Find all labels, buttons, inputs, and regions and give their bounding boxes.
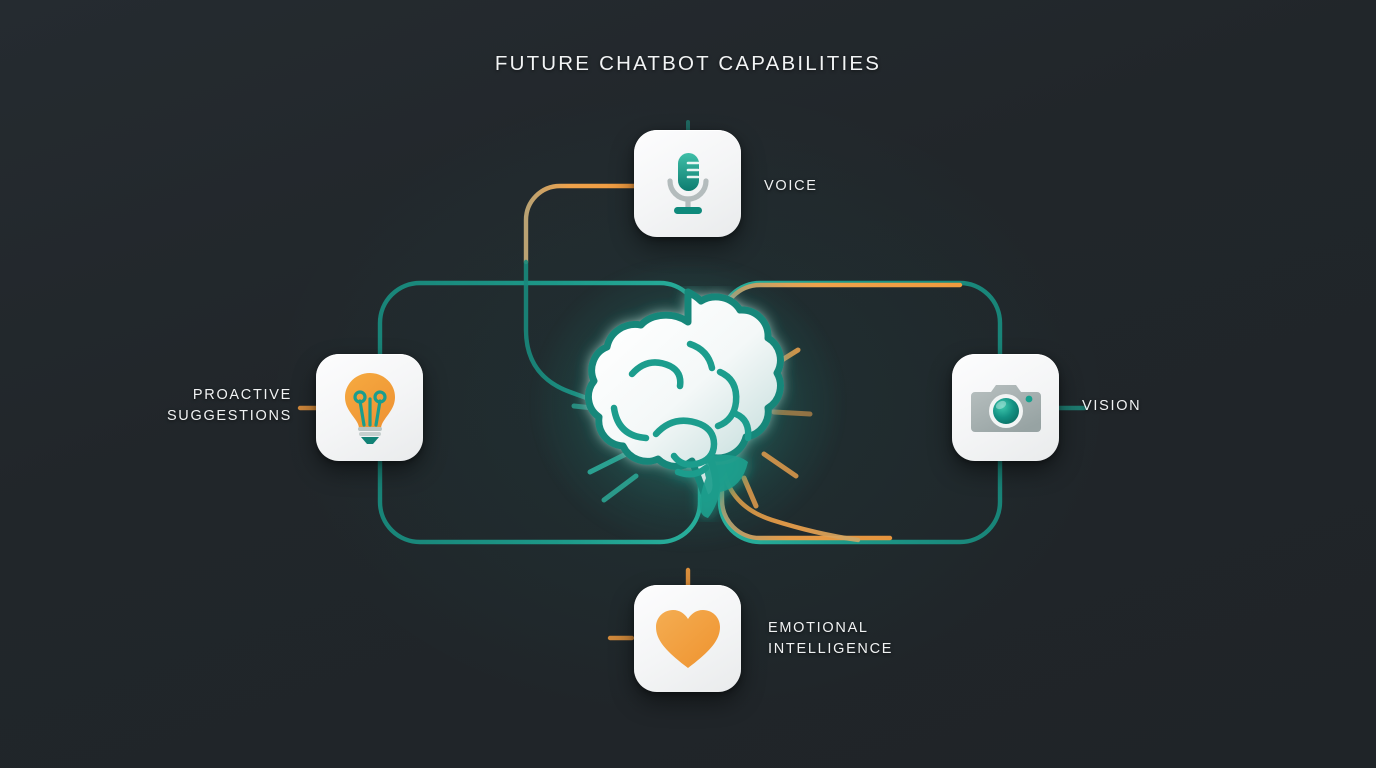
central-brain-node — [538, 264, 838, 544]
node-label-vision: VISION — [1082, 398, 1142, 414]
camera-icon — [970, 384, 1041, 432]
page-title: FUTURE CHATBOT CAPABILITIES — [494, 52, 882, 75]
node-label-emotional-intelligence: EMOTIONAL INTELLIGENCE — [768, 620, 894, 657]
node-card-emotional-intelligence[interactable] — [634, 585, 741, 692]
brain-folds — [610, 340, 752, 478]
node-card-voice[interactable] — [634, 130, 741, 237]
node-card-vision[interactable] — [952, 354, 1059, 461]
bulb-screw-base — [357, 426, 382, 444]
brain-stem — [700, 454, 748, 518]
wire-voice-orange-elbow — [523, 183, 637, 265]
brain-icon — [571, 288, 813, 518]
brain-body — [584, 288, 784, 503]
node-label-voice: VOICE — [764, 178, 818, 194]
lightbulb-icon — [344, 372, 395, 444]
microphone-icon — [666, 152, 709, 214]
heart-icon — [655, 609, 720, 668]
node-label-proactive-suggestions: PROACTIVE SUGGESTIONS — [166, 387, 292, 424]
node-card-proactive-suggestions[interactable] — [316, 354, 423, 461]
